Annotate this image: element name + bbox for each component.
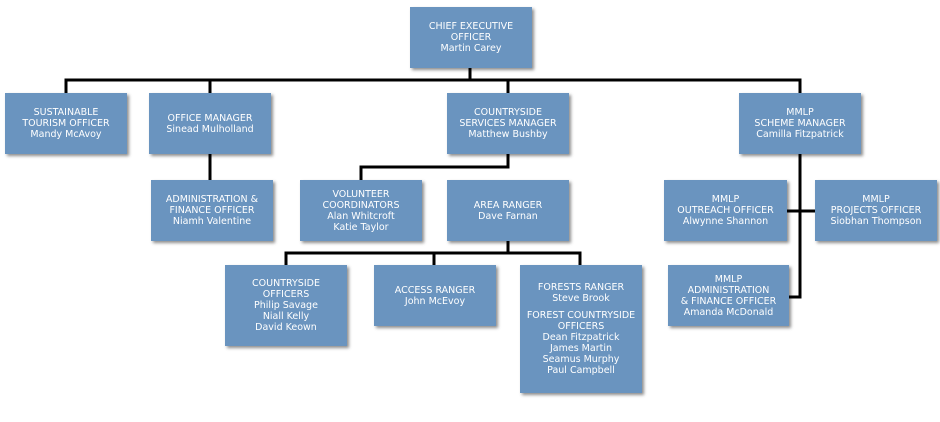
node-title: FINANCE OFFICER bbox=[169, 205, 255, 216]
node-person: Dean Fitzpatrick bbox=[542, 332, 620, 343]
node-person: Camilla Fitzpatrick bbox=[756, 129, 844, 140]
node-person: Alwynne Shannon bbox=[682, 216, 769, 227]
node-title: PROJECTS OFFICER bbox=[830, 205, 922, 216]
node-title: TOURISM OFFICER bbox=[22, 118, 110, 129]
node-countryside-services-manager: COUNTRYSIDE SERVICES MANAGER Matthew Bus… bbox=[447, 93, 569, 154]
node-title: SCHEME MANAGER bbox=[754, 118, 846, 129]
node-title: MMLP bbox=[862, 194, 890, 205]
node-title: MMLP bbox=[714, 273, 743, 285]
node-mmlp-projects-officer: MMLP PROJECTS OFFICER Siobhan Thompson bbox=[815, 180, 937, 241]
node-title: COUNTRYSIDE bbox=[252, 278, 320, 289]
node-person: Sinead Mulholland bbox=[166, 123, 254, 135]
node-title: OFFICERS bbox=[262, 289, 310, 300]
node-mmlp-scheme-manager: MMLP SCHEME MANAGER Camilla Fitzpatrick bbox=[739, 93, 861, 154]
node-person: Siobhan Thompson bbox=[830, 216, 922, 227]
node-ceo: CHIEF EXECUTIVE OFFICER Martin Carey bbox=[410, 7, 532, 68]
node-person: David Keown bbox=[255, 322, 317, 333]
node-mmlp-admin-finance-officer: MMLP ADMINISTRATION & FINANCE OFFICER Am… bbox=[668, 265, 789, 326]
node-person: Steve Brook bbox=[552, 293, 610, 304]
node-person: Matthew Bushby bbox=[468, 129, 548, 140]
node-title: MMLP bbox=[711, 194, 740, 205]
node-title: ACCESS RANGER bbox=[394, 284, 476, 296]
node-title: SUSTAINABLE bbox=[33, 107, 99, 118]
node-person: Katie Taylor bbox=[333, 221, 389, 233]
node-volunteer-coordinators: VOLUNTEER COORDINATORS Alan Whitcroft Ka… bbox=[300, 180, 422, 241]
node-person: James Martin bbox=[549, 343, 612, 354]
node-person: Niamh Valentine bbox=[172, 216, 252, 227]
node-sustainable-tourism-officer: SUSTAINABLE TOURISM OFFICER Mandy McAvoy bbox=[5, 93, 127, 154]
node-title: OFFICE MANAGER bbox=[167, 112, 253, 124]
node-person: Seamus Murphy bbox=[542, 354, 620, 365]
node-title: COORDINATORS bbox=[322, 199, 400, 211]
node-title: FORESTS RANGER bbox=[537, 282, 625, 293]
node-title: CHIEF EXECUTIVE bbox=[428, 21, 514, 32]
node-person: John McEvoy bbox=[404, 295, 466, 307]
node-access-ranger: ACCESS RANGER John McEvoy bbox=[374, 265, 496, 326]
node-person: Niall Kelly bbox=[262, 311, 310, 322]
node-forests-ranger: FORESTS RANGER Steve Brook FOREST COUNTR… bbox=[520, 265, 642, 393]
node-title: OFFICER bbox=[450, 32, 492, 43]
node-person: Dave Farnan bbox=[478, 210, 538, 222]
node-title: COUNTRYSIDE bbox=[474, 107, 542, 118]
node-title: VOLUNTEER bbox=[332, 188, 390, 200]
node-area-ranger: AREA RANGER Dave Farnan bbox=[447, 180, 569, 241]
node-title: SERVICES MANAGER bbox=[459, 118, 557, 129]
node-mmlp-outreach-officer: MMLP OUTREACH OFFICER Alwynne Shannon bbox=[664, 180, 787, 241]
node-countryside-officers: COUNTRYSIDE OFFICERS Philip Savage Niall… bbox=[225, 265, 347, 346]
node-person: Mandy McAvoy bbox=[30, 129, 102, 140]
node-title: AREA RANGER bbox=[473, 199, 543, 211]
node-person: Philip Savage bbox=[254, 300, 318, 311]
node-title: ADMINISTRATION & bbox=[165, 194, 259, 205]
node-person: Martin Carey bbox=[440, 43, 502, 54]
node-admin-finance-officer: ADMINISTRATION & FINANCE OFFICER Niamh V… bbox=[151, 180, 273, 241]
node-title: MMLP bbox=[786, 107, 814, 118]
node-person: Paul Campbell bbox=[547, 365, 615, 376]
node-person: Alan Whitcroft bbox=[327, 210, 395, 222]
node-office-manager: OFFICE MANAGER Sinead Mulholland bbox=[149, 93, 271, 154]
node-title: FOREST COUNTRYSIDE bbox=[526, 310, 636, 321]
node-title: OUTREACH OFFICER bbox=[677, 205, 774, 216]
node-title: OFFICERS bbox=[557, 321, 605, 332]
node-person: Amanda McDonald bbox=[683, 306, 774, 318]
node-title: ADMINISTRATION bbox=[687, 284, 770, 296]
node-title: & FINANCE OFFICER bbox=[680, 295, 777, 307]
